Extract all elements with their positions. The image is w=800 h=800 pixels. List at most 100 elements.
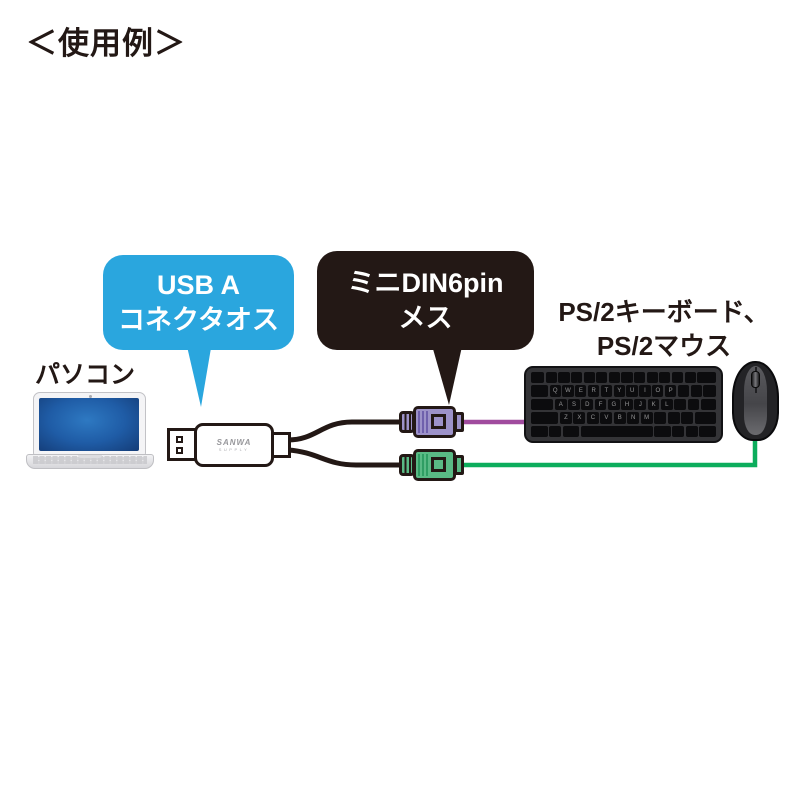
keyboard-key: [681, 412, 694, 424]
usb-callout-tail: [186, 342, 212, 407]
ps2-mouse-illustration: [732, 361, 779, 441]
keyboard-key: [531, 398, 554, 411]
keyboard-key: X: [573, 412, 586, 424]
keyboard-key: T: [600, 385, 613, 397]
keyboard-key: [700, 398, 717, 411]
keyboard-key: [571, 372, 583, 384]
keyboard-key: [697, 372, 717, 384]
ps2-keyboard-connector: [396, 406, 466, 438]
keyboard-key: F: [594, 398, 607, 411]
keyboard-key: [685, 425, 698, 438]
laptop-base: [26, 454, 154, 469]
keyboard-key: [545, 372, 557, 384]
keyboard-key: P: [664, 385, 677, 397]
mouse-scroll-wheel: [751, 371, 760, 388]
laptop-camera-dot: [88, 395, 92, 398]
keyboard-key: [531, 372, 545, 384]
usb-converter-body: SANWA SUPPLY: [194, 423, 274, 467]
keyboard-key: [608, 372, 620, 384]
ps2-connector-stripes: [418, 411, 429, 433]
keyboard-key: O: [652, 385, 664, 397]
ps2-connector-face: [431, 414, 446, 429]
page-title: ＜使用例＞: [26, 26, 186, 61]
usb-a-callout-line2: コネクタオス: [118, 304, 279, 335]
pc-label: パソコン: [34, 361, 135, 389]
ps2-devices-label-line2: PS/2マウス: [596, 330, 732, 361]
keyboard-key: [694, 412, 717, 424]
keyboard-key: [580, 425, 653, 438]
mouse-shell: [732, 361, 779, 441]
keyboard-key: B: [613, 412, 626, 424]
keyboard-key: [531, 385, 548, 397]
minidin-callout-line1: ミニDIN6pin: [347, 267, 504, 298]
keyboard-key: [690, 385, 702, 397]
laptop-screen: [39, 398, 139, 451]
usb-a-callout: USB A コネクタオス: [103, 255, 294, 350]
keyboard-key: [659, 372, 671, 384]
ps2-connector-stripes: [418, 454, 429, 476]
usb-plug-hole: [176, 435, 183, 443]
keyboard-key: [549, 425, 562, 438]
keyboard-key: [654, 425, 671, 438]
split-cable-lower: [285, 447, 406, 468]
keyboard-key: [677, 385, 690, 397]
ps2-connector-nose: [454, 455, 464, 475]
keyboard-key: [634, 372, 646, 384]
keyboard-key: [562, 425, 580, 438]
keyboard-key: L: [660, 398, 673, 411]
ps2-connector-body: [413, 406, 456, 438]
keyboard-key: [684, 372, 696, 384]
minidin-callout-tail: [431, 342, 463, 405]
keyboard-key: [558, 372, 570, 384]
mouse-button-panel: [744, 366, 767, 435]
usb-plug-hole: [176, 446, 183, 454]
ps2-mouse-connector: [396, 449, 466, 481]
keyboard-key: D: [581, 398, 594, 411]
keyboard-key: A: [554, 398, 567, 411]
usb-a-plug: [167, 428, 198, 461]
ps2-devices-label-line1: PS/2キーボード、: [558, 297, 770, 327]
keyboard-key: Y: [613, 385, 625, 397]
keyboard-key: [671, 372, 684, 384]
keyboard-key: [654, 412, 667, 424]
keyboard-key: [687, 398, 700, 411]
ps2-connector-nose: [454, 412, 464, 432]
keyboard-key: [621, 372, 633, 384]
keyboard-key: J: [634, 398, 647, 411]
brand-logo-sub: SUPPLY: [218, 446, 250, 452]
laptop-keyboard-texture: [33, 456, 147, 464]
keyboard-key: S: [568, 398, 580, 411]
minidin-callout-line2: メス: [398, 302, 453, 333]
keyboard-key: N: [627, 412, 640, 424]
keyboard-key: [703, 385, 716, 397]
keyboard-key: [531, 425, 548, 438]
split-cable-upper: [285, 419, 406, 443]
ps2-devices-label: PS/2キーボード、 PS/2マウス: [540, 296, 788, 364]
keyboard-key: V: [600, 412, 613, 424]
keyboard-key: Q: [549, 385, 561, 397]
keyboard-key: [531, 412, 559, 424]
keyboard-key: M: [640, 412, 653, 424]
laptop-hinge-notch: [78, 455, 102, 458]
keyboard-key: [583, 372, 595, 384]
keyboard-key: [667, 412, 680, 424]
keyboard-key: [674, 398, 686, 411]
ps2-connector-body: [413, 449, 456, 481]
keyboard-key: K: [647, 398, 660, 411]
keyboard-key: Z: [559, 412, 572, 424]
keyboard-key: R: [587, 385, 600, 397]
minidin-callout: ミニDIN6pin メス: [317, 251, 534, 350]
keyboard-key: W: [562, 385, 574, 397]
keyboard-key: G: [607, 398, 620, 411]
keyboard-key: C: [586, 412, 599, 424]
keyboard-key: [672, 425, 685, 438]
keyboard-key: H: [621, 398, 633, 411]
keyboard-key: E: [575, 385, 587, 397]
laptop-illustration: [26, 392, 156, 472]
brand-logo: SANWA: [216, 437, 252, 447]
keyboard-key: [646, 372, 658, 384]
keyboard-key: [596, 372, 608, 384]
ps2-connector-face: [431, 457, 446, 472]
